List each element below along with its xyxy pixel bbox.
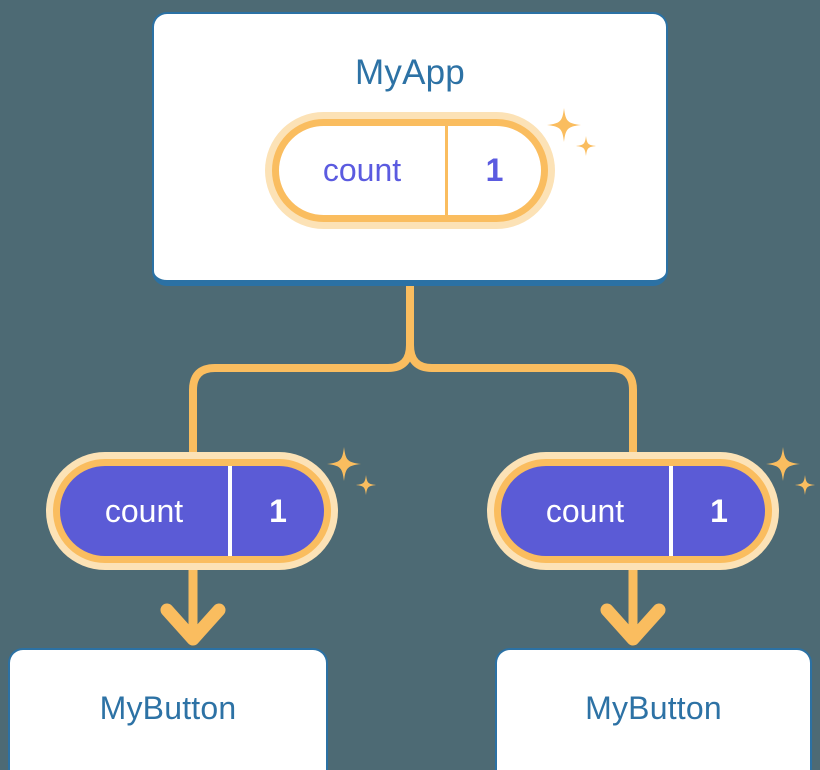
- myapp-title: MyApp: [355, 53, 465, 92]
- state-key-label: count: [104, 492, 184, 529]
- state-key-label: count: [545, 492, 625, 529]
- state-key-label: count: [322, 152, 402, 188]
- state-pill-ring: count 1: [272, 119, 548, 222]
- state-pill-myapp[interactable]: count 1: [265, 112, 555, 229]
- node-card-mybutton-left[interactable]: MyButton: [8, 648, 328, 770]
- mybutton-title: MyButton: [585, 690, 722, 726]
- node-card-mybutton-right[interactable]: MyButton: [495, 648, 812, 770]
- state-value-label: 1: [669, 466, 765, 556]
- arrow-down-icon-left: [160, 603, 226, 646]
- state-pill-child-left[interactable]: count 1: [46, 452, 338, 570]
- state-pill-child-right[interactable]: count 1: [487, 452, 779, 570]
- mybutton-title: MyButton: [99, 690, 237, 726]
- state-value-label: 1: [228, 466, 324, 556]
- connector-branch-right: [406, 344, 637, 452]
- arrow-down-icon-right: [600, 603, 666, 646]
- state-pill-ring: count 1: [494, 459, 772, 563]
- state-value-label: 1: [445, 126, 541, 215]
- state-pill-ring: count 1: [53, 459, 331, 563]
- connector-branch-left: [189, 344, 414, 452]
